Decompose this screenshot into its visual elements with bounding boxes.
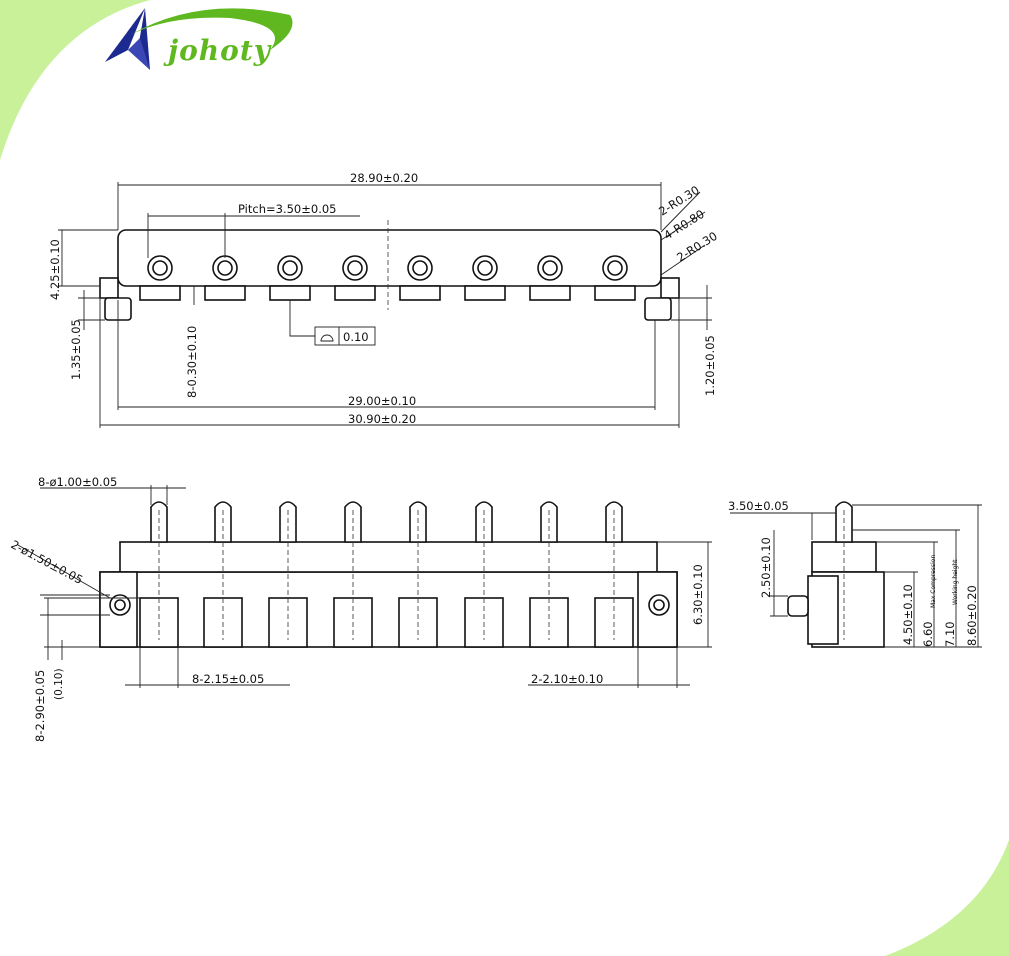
dim-end-width: 2-2.10±0.10: [531, 672, 603, 686]
dim-total-height: 6.30±0.10: [691, 564, 705, 625]
dim-hole-diameter: 2-ø1.50±0.05: [9, 537, 86, 587]
top-view-slots: [139, 285, 636, 301]
dim-span-length: 29.00±0.10: [348, 394, 416, 408]
flatness-symbol-icon: [320, 334, 334, 342]
dim-max-compression-value: 6.60: [921, 621, 935, 647]
dim-flatness-value: 0.10: [343, 330, 369, 344]
dim-stub-height: 2.50±0.10: [759, 537, 773, 598]
logo-mark-icon: [105, 8, 293, 70]
dim-max-compression-label: Max Compression: [930, 555, 937, 608]
dim-working-height-label: Working height: [952, 559, 959, 605]
dim-pin-diameter: 8-ø1.00±0.05: [38, 475, 117, 489]
dim-working-height-value: 7.10: [943, 621, 957, 647]
bottom-right-corner-shape: [885, 840, 1009, 956]
front-view: 8-ø1.00±0.05 2-ø1.50±0.05 6.30±0.10 8-2.…: [9, 475, 712, 742]
dim-pad-width: 8-2.15±0.05: [192, 672, 264, 686]
dim-pitch: Pitch=3.50±0.05: [238, 202, 336, 216]
top-view-left-tab: [99, 277, 119, 299]
dim-overall-length-bottom: 30.90±0.20: [348, 412, 416, 426]
top-view: 28.90±0.20 Pitch=3.50±0.05 2-R0.30 4-R0.…: [48, 171, 720, 428]
dim-overall-length-top: 28.90±0.20: [350, 171, 418, 185]
top-view-body: [117, 229, 662, 287]
side-view-stub: [787, 595, 809, 617]
dim-total-height-side: 8.60±0.20: [965, 585, 979, 646]
brand-logo-text: johoty: [168, 34, 272, 67]
side-view: 3.50±0.05 2.50±0.10 4.50±0.10 6.60 Max C…: [728, 499, 982, 648]
dim-left-tab-height: 1.35±0.05: [69, 319, 83, 380]
dim-pad-height: 8-2.90±0.05: [33, 670, 47, 742]
dim-right-tab-height: 1.20±0.05: [703, 335, 717, 396]
flatness-callout: [314, 326, 376, 346]
side-view-front-plate: [807, 575, 839, 645]
top-left-corner-shape: [0, 0, 150, 160]
top-view-right-tab: [660, 277, 680, 299]
dim-pad-height-note: (0.10): [53, 668, 65, 700]
dim-body-height-side: 4.50±0.10: [901, 584, 915, 645]
dim-body-height: 4.25±0.10: [48, 239, 62, 300]
dim-slot-width: 8-0.30±0.10: [185, 326, 199, 398]
top-view-pin-heads: [147, 255, 628, 281]
front-view-pins: [150, 501, 623, 543]
front-view-body: [99, 571, 678, 648]
dim-pin-offset: 3.50±0.05: [728, 499, 789, 513]
front-view-pin-centerlines: [158, 510, 615, 640]
